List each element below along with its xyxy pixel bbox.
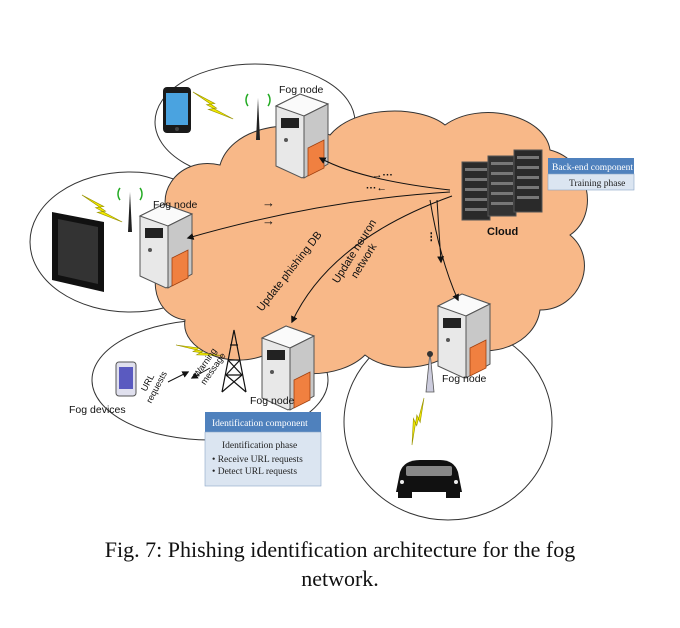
arrow-cloud-down-right bbox=[436, 199, 445, 264]
cloud-label: Cloud bbox=[487, 226, 518, 238]
dots-top-2: ···← bbox=[366, 182, 387, 194]
fog-node-bottom-label: Fog node bbox=[250, 395, 295, 407]
arrow-cloud-to-right bbox=[429, 199, 459, 302]
dots-top-1: →··· bbox=[372, 169, 393, 181]
antenna-top-icon bbox=[245, 93, 271, 140]
cloud-server-rack bbox=[461, 149, 543, 221]
arrow-mark-1: → bbox=[262, 195, 275, 210]
arrow-cloud-to-left bbox=[186, 191, 451, 240]
identification-title: Identification phase bbox=[222, 440, 297, 451]
fog-node-right-server bbox=[437, 293, 491, 379]
identification-item-1: • Receive URL requests bbox=[212, 455, 303, 465]
caption-line-1: Fig. 7: Phishing identification architec… bbox=[104, 537, 576, 562]
fog-node-left-label: Fog node bbox=[153, 199, 198, 211]
caption-line-2: network. bbox=[301, 566, 379, 591]
fog-node-top-server bbox=[275, 93, 329, 179]
figure-caption: Fig. 7: Phishing identification architec… bbox=[40, 535, 640, 593]
identification-component-box: Identification component Identification … bbox=[204, 412, 322, 487]
identification-header: Identification component bbox=[212, 418, 308, 429]
identification-item-2: • Detect URL requests bbox=[212, 467, 297, 477]
antenna-right-icon bbox=[425, 351, 435, 393]
car-icon bbox=[396, 460, 462, 498]
fog-devices-label: Fog devices bbox=[69, 404, 126, 416]
cell-tower-icon bbox=[221, 329, 247, 393]
antenna-left-icon bbox=[117, 187, 143, 232]
arrow-mark-2: → bbox=[262, 213, 275, 228]
fog-node-top-label: Fog node bbox=[279, 84, 324, 96]
arrow-top-to-cloud bbox=[318, 157, 451, 191]
dots-right: ⋮ bbox=[426, 231, 437, 243]
backend-body: Training phase bbox=[569, 179, 625, 189]
fog-node-left-server bbox=[139, 203, 193, 289]
fog-device-icon bbox=[115, 361, 137, 397]
fog-node-right-label: Fog node bbox=[442, 373, 487, 385]
backend-component-box: Back-end component Training phase bbox=[547, 158, 635, 191]
tablet-icon bbox=[52, 212, 104, 292]
smartphone-icon bbox=[163, 87, 191, 133]
warning-message-arrow bbox=[190, 367, 211, 379]
url-requests-arrow bbox=[167, 371, 190, 383]
arrow-cloud-to-bottom bbox=[291, 195, 453, 324]
backend-header: Back-end component bbox=[552, 163, 633, 173]
